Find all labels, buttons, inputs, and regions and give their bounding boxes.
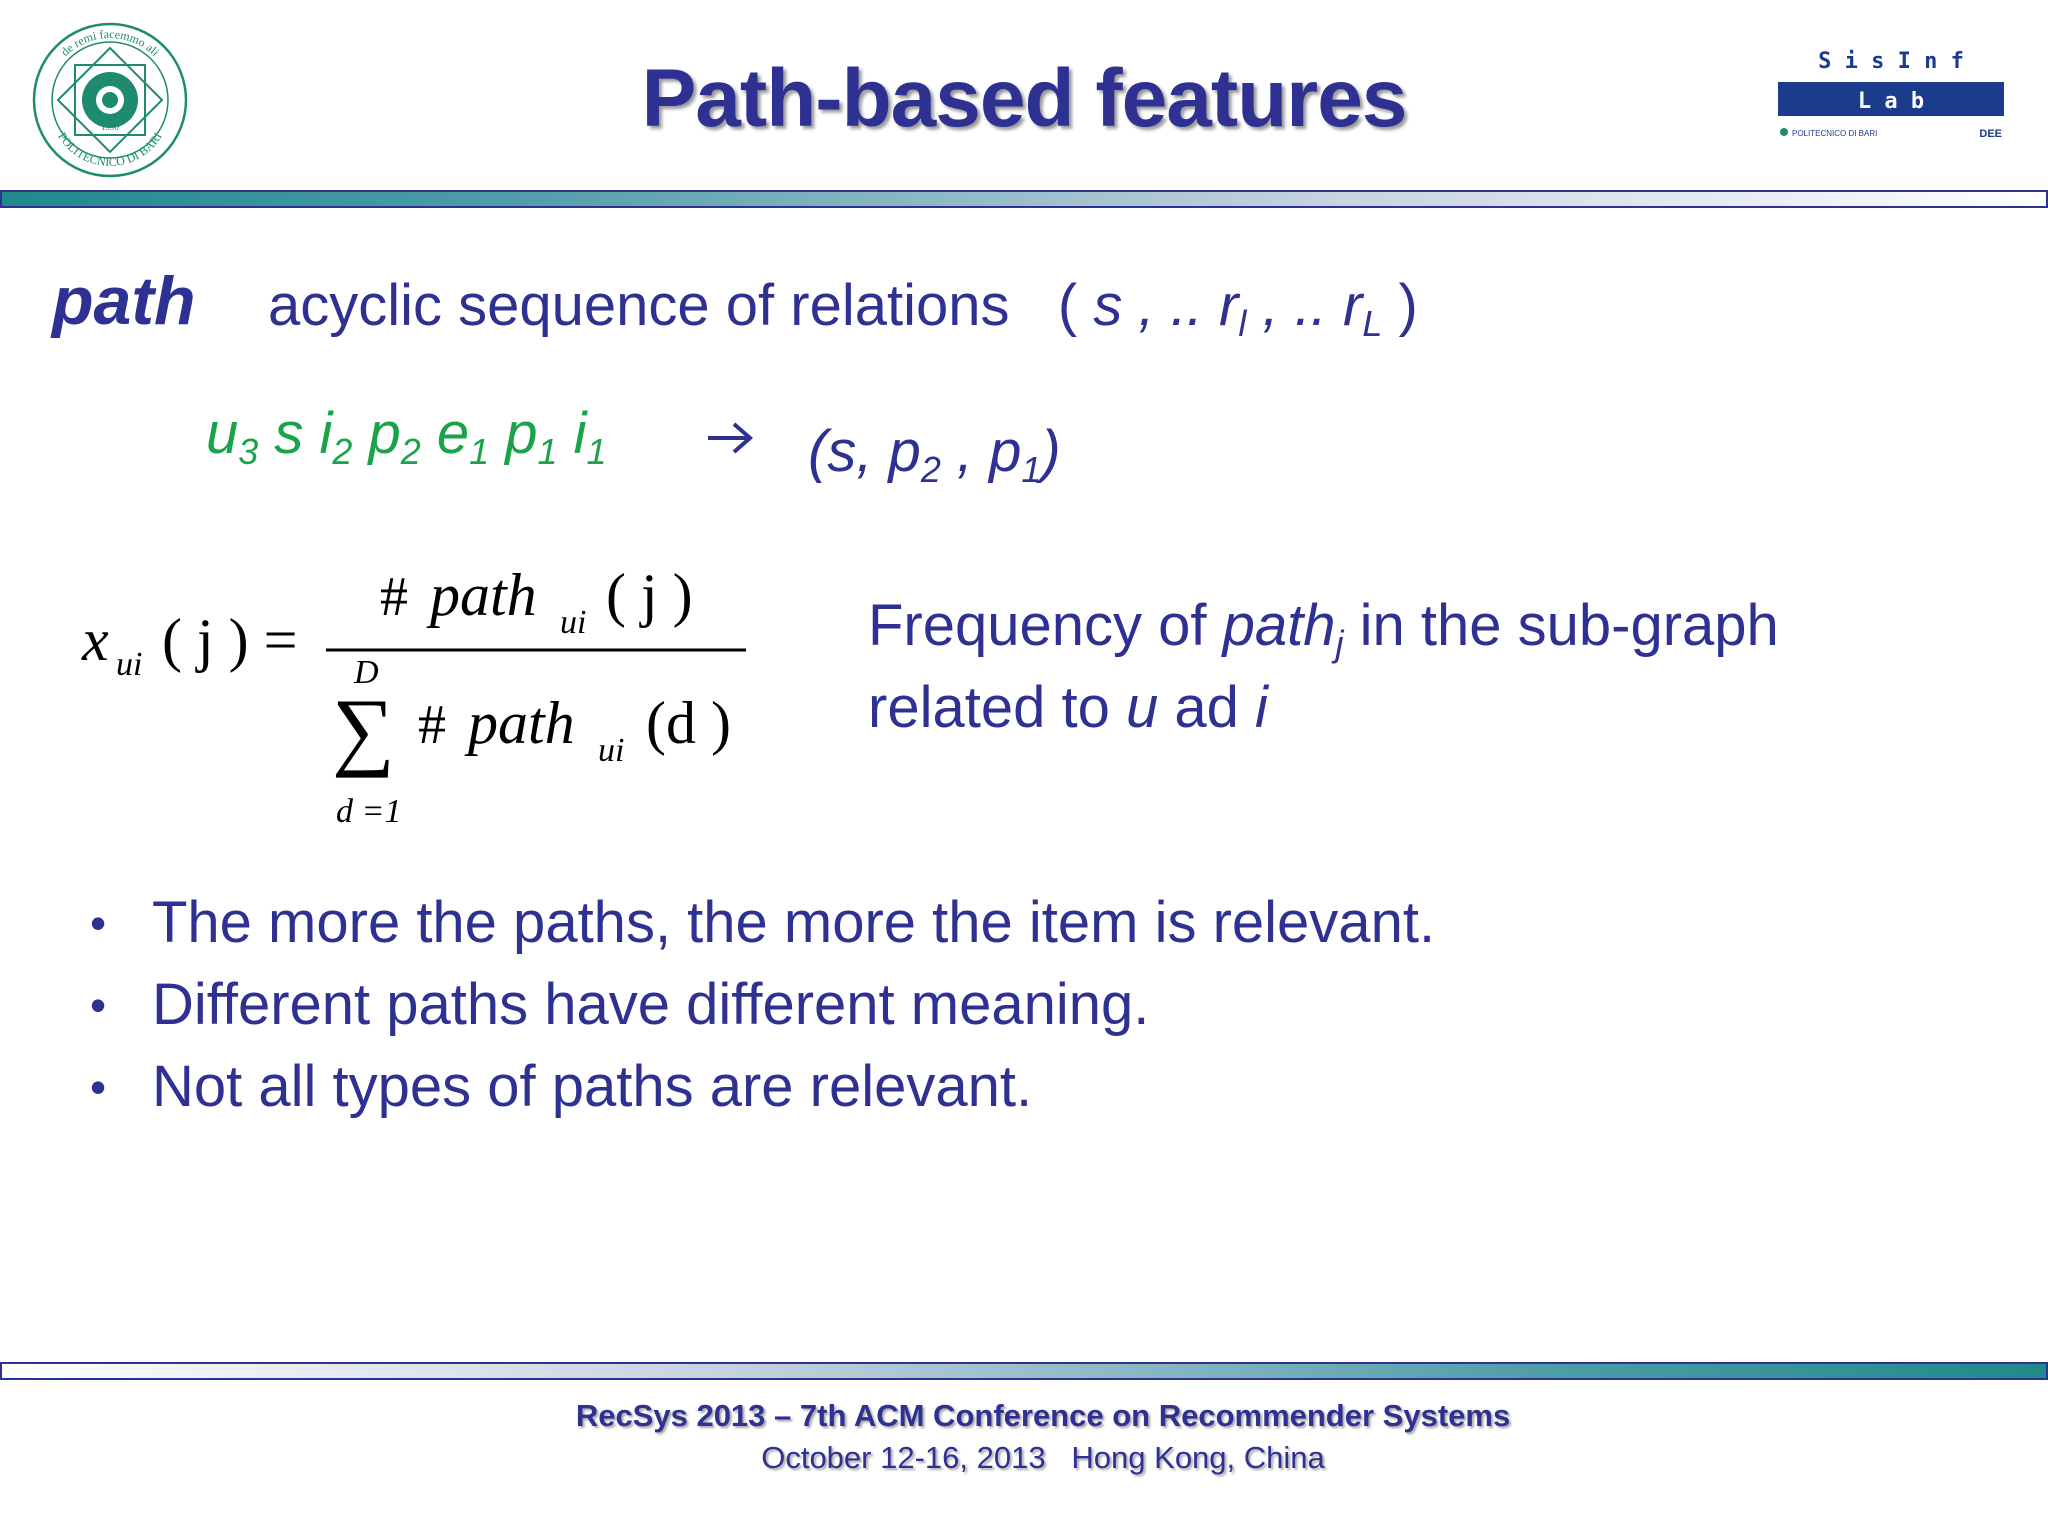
formula-den-sub: ui: [598, 732, 624, 769]
formula-num-path: path: [426, 565, 537, 628]
definition-text: acyclic sequence of relations: [268, 273, 1010, 338]
formula-sum-symbol: ∑: [332, 682, 395, 779]
frequency-description-line2: related to u ad i: [868, 675, 1268, 740]
definition-tuple: ( s , .. rl , .. rL ): [1057, 273, 1418, 344]
frequency-description-line1: Frequency of pathj in the sub-graph: [868, 593, 1779, 664]
svg-text:S i s I n f: S i s I n f: [1818, 49, 1964, 74]
formula-den-path: path: [464, 690, 575, 756]
formula-num-arg: ( j ): [606, 565, 693, 628]
path-term: path: [52, 263, 196, 339]
example-relation-tuple: (s, p2 , p1): [808, 419, 1061, 490]
example-path-sequence: u3 s i2 p2 e1 p1 i1: [206, 401, 607, 472]
formula-sum-top: D: [353, 654, 379, 691]
svg-text:POLITECNICO DI BARI: POLITECNICO DI BARI: [1792, 129, 1877, 138]
svg-text:L a b: L a b: [1858, 89, 1924, 114]
formula-lhs: x: [81, 607, 109, 673]
formula-sum-bottom: d =1: [336, 793, 401, 830]
slide-title: Path-based features: [641, 53, 1408, 144]
formula-lhs-arg: ( j ) =: [162, 607, 297, 673]
bullet-icon: •: [90, 897, 107, 949]
politecnico-seal-logo: de remi facemmo ali POLITECNICO DI BARI …: [32, 22, 188, 178]
svg-text:DEE: DEE: [1979, 128, 2002, 140]
list-item: •Different paths have different meaning.: [90, 964, 1435, 1046]
bullet-icon: •: [90, 979, 107, 1031]
footer-divider-bar: [0, 1362, 2048, 1380]
bullet-list: •The more the paths, the more the item i…: [90, 882, 1435, 1128]
formula-den-hash: #: [418, 694, 446, 756]
svg-text:1990: 1990: [101, 122, 120, 132]
arrow-right-icon: [708, 422, 754, 454]
frequency-formula: x ui ( j ) = # path ui ( j ) D ∑ # path …: [81, 565, 746, 830]
list-item: •Not all types of paths are relevant.: [90, 1046, 1435, 1128]
sisinf-lab-logo: S i s I n f L a b POLITECNICO DI BARI DE…: [1778, 49, 2004, 140]
bullet-icon: •: [90, 1061, 107, 1113]
list-item: •The more the paths, the more the item i…: [90, 882, 1435, 964]
formula-den-arg: (d ): [646, 690, 731, 756]
header-divider-bar: [0, 190, 2048, 208]
formula-num-hash: #: [380, 566, 408, 628]
formula-num-sub: ui: [560, 604, 586, 641]
footer-conference: RecSys 2013 – 7th ACM Conference on Reco…: [575, 1398, 1511, 1433]
formula-lhs-sub: ui: [116, 646, 142, 683]
footer-date-location: October 12-16, 2013 Hong Kong, China: [761, 1440, 1325, 1475]
path-definition: acyclic sequence of relations ( s , .. r…: [268, 272, 1418, 344]
